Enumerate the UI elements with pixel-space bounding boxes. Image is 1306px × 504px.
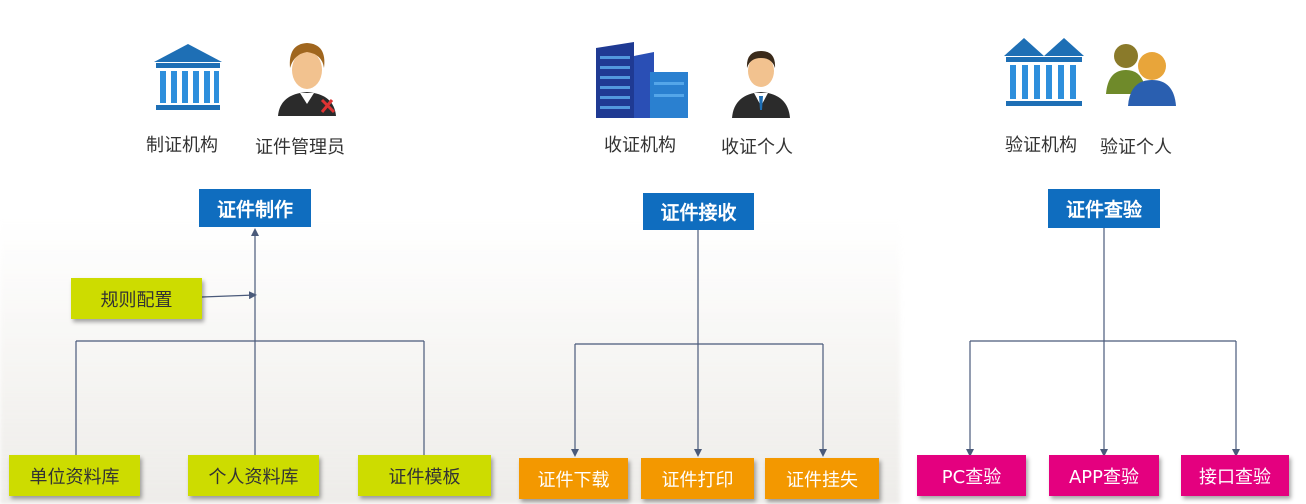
institution-building-icon [1004,38,1084,106]
api-verify-box: 接口查验 [1181,455,1289,496]
personal-db-box: 个人资料库 [188,455,319,496]
business-person-icon [732,51,790,118]
process-receive: 证件接收 [643,193,754,230]
process-make: 证件制作 [199,189,311,227]
app-verify-box: APP查验 [1049,455,1159,496]
template-box: 证件模板 [358,455,491,496]
actor-verifying-person: 验证个人 [1100,137,1172,158]
rule-config-box: 规则配置 [71,278,202,319]
institution-building-icon [154,44,222,110]
admin-person-icon [278,43,336,116]
actor-issuing-org: 制证机构 [146,135,218,156]
pc-verify-box: PC查验 [917,455,1026,496]
actor-receiving-org: 收证机构 [604,135,676,156]
download-box: 证件下载 [519,458,628,499]
process-verify: 证件查验 [1048,189,1160,228]
group-people-icon [1106,44,1176,106]
unit-db-box: 单位资料库 [9,455,140,496]
actor-verifying-org: 验证机构 [1005,135,1077,156]
report-loss-box: 证件挂失 [765,458,879,499]
office-buildings-icon [596,42,688,118]
actor-receiving-person: 收证个人 [721,137,793,158]
print-box: 证件打印 [641,458,754,499]
actor-cert-admin: 证件管理员 [255,137,345,158]
